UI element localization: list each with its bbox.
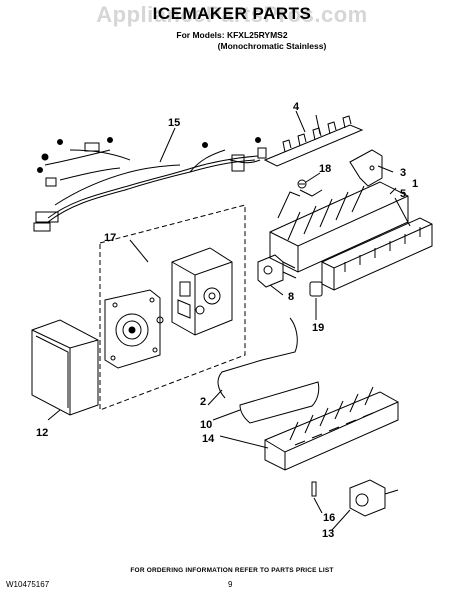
ice-tray: [264, 386, 399, 471]
clip: [309, 281, 323, 297]
watermark: AppliancePartsPros.com: [96, 2, 368, 27]
screw: [297, 179, 307, 189]
callout-15: 15: [168, 117, 180, 129]
control-module-outline: [99, 204, 246, 411]
front-cover: [31, 319, 99, 416]
page-number: 9: [228, 580, 233, 589]
fill-cup: [239, 381, 320, 424]
mounting-screw: [311, 481, 317, 497]
callout-10: 10: [200, 419, 212, 431]
wire-harness: [33, 137, 267, 232]
stripper: [263, 115, 364, 167]
callout-14: 14: [202, 433, 215, 445]
control-module: [171, 247, 233, 336]
callout-labels: 1 2 3 4 5 8 10 12 13 14 15 16 17 18 19: [36, 101, 418, 540]
callout-5: 5: [400, 188, 406, 200]
leader-lines: [47, 110, 411, 531]
mounting-bracket: [349, 149, 383, 187]
shut-off-arm: [217, 317, 298, 399]
callout-12: 12: [36, 427, 48, 439]
document-number: W10475167: [6, 580, 50, 589]
callout-18: 18: [319, 163, 331, 175]
callout-3: 3: [400, 167, 406, 179]
motor-plate: [104, 289, 164, 369]
callout-13: 13: [322, 528, 334, 540]
ordering-note: FOR ORDERING INFORMATION REFER TO PARTS …: [130, 567, 334, 574]
callout-4: 4: [293, 101, 300, 113]
callout-17: 17: [104, 232, 116, 244]
callout-16: 16: [323, 512, 335, 524]
water-valve: [349, 479, 399, 517]
models-line: For Models: KFXL25RYMS2: [176, 30, 288, 40]
callout-1: 1: [412, 178, 418, 190]
finish-line: (Monochromatic Stainless): [217, 41, 327, 51]
callout-2: 2: [200, 396, 206, 408]
page-title: ICEMAKER PARTS: [152, 4, 312, 23]
callout-8: 8: [288, 291, 294, 303]
ice-mold: [269, 181, 409, 273]
callout-19: 19: [312, 322, 324, 334]
motor-connector: [257, 254, 297, 288]
